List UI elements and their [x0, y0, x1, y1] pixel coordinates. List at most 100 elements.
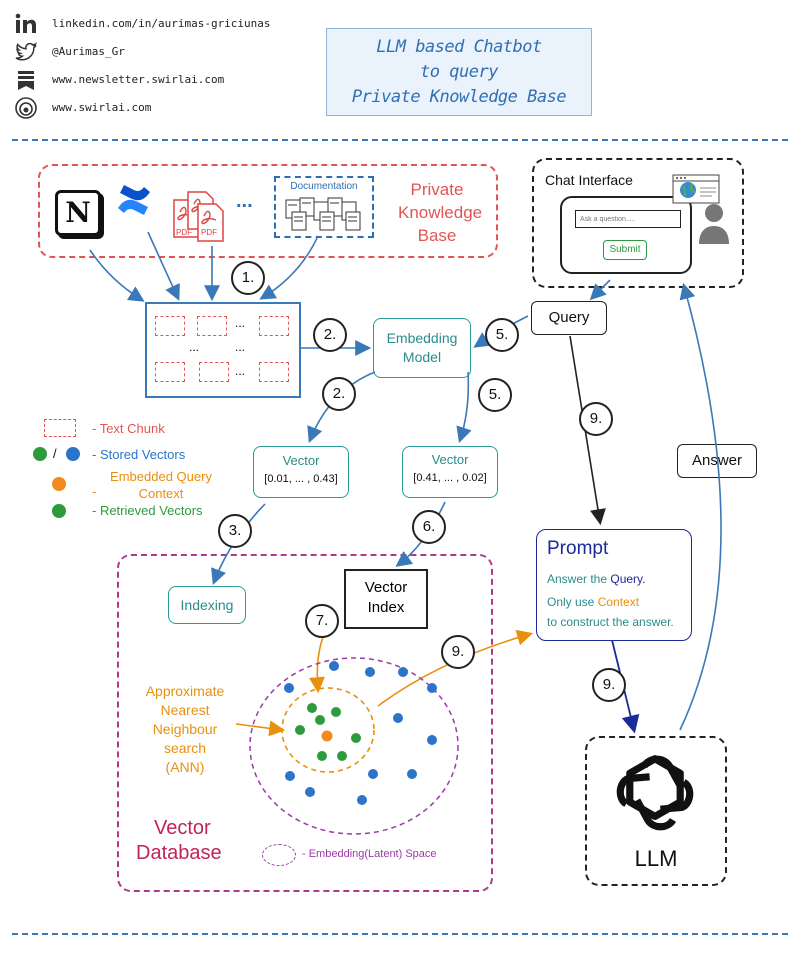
text-chunk: [155, 362, 185, 382]
linkedin-url: linkedin.com/in/aurimas-griciunas: [52, 17, 271, 30]
legend-text-chunk-swatch: [44, 419, 76, 437]
step-2-marker: 2.: [322, 377, 356, 411]
question-input[interactable]: [575, 210, 681, 228]
vector-database-label: Vector Database: [136, 816, 270, 866]
prompt-context-word: Context: [597, 595, 640, 609]
bottom-divider: [12, 933, 788, 935]
website-url: www.swirlai.com: [52, 101, 152, 114]
social-twitter[interactable]: @Aurimas_Gr: [14, 40, 314, 66]
diagram-title: LLM based Chatbot to query Private Knowl…: [326, 28, 592, 116]
chat-window: [560, 196, 692, 274]
step-7-marker: 7.: [305, 604, 339, 638]
indexing-box: Indexing: [168, 586, 246, 624]
top-divider: [12, 139, 788, 141]
step-3-marker: 3.: [218, 514, 252, 548]
newsletter-url: www.newsletter.swirlai.com: [52, 73, 225, 86]
kb-ellipsis: ...: [236, 190, 253, 212]
confluence-icon: [118, 185, 150, 215]
embedding-model: Embedding Model: [373, 318, 471, 378]
twitter-handle: @Aurimas_Gr: [52, 45, 125, 58]
step-2-marker: 2.: [313, 318, 347, 352]
prompt-line-1: Answer the Query.: [547, 572, 646, 586]
legend-green-dot: [52, 504, 66, 518]
twitter-icon: [15, 42, 37, 61]
text-chunk: [259, 316, 289, 336]
ann-line-1: Approximate: [145, 683, 225, 699]
swirl-icon: [15, 97, 37, 119]
text-chunk: [259, 362, 289, 382]
step-9-marker: 9.: [592, 668, 626, 702]
pdf-label-1: PDF: [176, 228, 192, 237]
step-9-marker: 9.: [579, 402, 613, 436]
ann-line-4: search: [163, 740, 207, 756]
latent-space-legend: - Embedding(Latent) Space: [302, 848, 437, 860]
arrow-llm-to-chat: [679, 282, 722, 731]
chunk-ellipsis: ...: [235, 316, 246, 330]
prompt-line-2-a: Only use: [547, 595, 598, 609]
prompt-line-1-c: .: [642, 572, 646, 586]
social-linkedin[interactable]: linkedin.com/in/aurimas-griciunas: [14, 12, 314, 38]
step-1-marker: 1.: [231, 261, 265, 295]
title-line-2: to query: [420, 62, 498, 82]
documentation-label: Documentation: [290, 181, 358, 192]
step-5-marker: 5.: [478, 378, 512, 412]
vector-query: Vector [0.41, ... , 0.02]: [402, 446, 498, 498]
text-chunk: [199, 362, 229, 382]
prompt-title: Prompt: [547, 538, 609, 559]
vector-database-container: [117, 554, 493, 892]
vector-index-line-1: Vector: [364, 579, 408, 596]
ann-line-5: (ANN): [165, 759, 205, 775]
kb-label-line-3: Base: [417, 226, 457, 245]
vector-stored-values: [0.01, ... , 0.43]: [264, 473, 338, 485]
pdf-label-2: PDF: [201, 228, 217, 237]
title-line-1: LLM based Chatbot: [376, 37, 542, 57]
vector-query-values: [0.41, ... , 0.02]: [413, 472, 487, 484]
legend-text-chunk: - Text Chunk: [92, 421, 165, 436]
user-icon: [699, 204, 729, 244]
legend-slash: /: [53, 446, 57, 461]
documents-icon: [285, 197, 361, 231]
latent-space-swatch: [262, 844, 296, 866]
chunk-ellipsis: ...: [189, 340, 200, 354]
step-6-marker: 6.: [412, 510, 446, 544]
vector-database-line-2: Database: [136, 842, 222, 864]
arrow-embedding-to-vector-right: [456, 371, 472, 444]
chunk-ellipsis: ...: [235, 364, 246, 378]
step-9-marker: 9.: [441, 635, 475, 669]
vector-index-line-2: Index: [367, 599, 405, 616]
llm-label: LLM: [634, 846, 678, 871]
prompt-line-1-a: Answer the: [547, 572, 611, 586]
legend-dash: -: [92, 484, 97, 499]
submit-button[interactable]: Submit: [603, 240, 647, 260]
kb-label-line-2: Knowledge: [398, 203, 483, 222]
pdf-icon: [173, 191, 224, 242]
llm-container: [585, 736, 727, 886]
vector-query-title: Vector: [431, 452, 469, 467]
ann-line-2: Nearest: [160, 702, 210, 718]
vector-stored-title: Vector: [282, 453, 320, 468]
prompt-query-word: Query: [610, 572, 643, 586]
legend-green-dot: [33, 447, 47, 461]
vector-database-line-1: Vector: [154, 817, 211, 839]
text-chunks-store: ... ... ... ...: [145, 302, 301, 398]
chat-interface-container: [532, 158, 744, 288]
social-website[interactable]: www.swirlai.com: [14, 96, 314, 122]
chat-interface-title: Chat Interface: [545, 172, 633, 188]
notion-icon: N: [55, 190, 101, 236]
embedding-model-line-2: Model: [402, 349, 442, 365]
linkedin-icon: [15, 13, 36, 33]
legend-embedded-query: Embedded Query Context: [106, 468, 216, 502]
legend-blue-dot: [66, 447, 80, 461]
notion-letter: N: [65, 196, 91, 229]
title-line-3: Private Knowledge Base: [351, 87, 567, 107]
prompt-box: Prompt Answer the Query. Only use Contex…: [536, 529, 692, 641]
openai-logo-icon: [616, 755, 694, 831]
prompt-line-2: Only use Context: [547, 595, 639, 609]
vector-index: Vector Index: [344, 569, 428, 629]
embedding-model-line-1: Embedding: [386, 330, 458, 346]
query-label: Query: [531, 301, 607, 335]
documentation-box: Documentation: [274, 176, 374, 238]
legend-stored-vectors: - Stored Vectors: [92, 447, 186, 462]
bookmark-icon: [18, 71, 34, 90]
social-newsletter[interactable]: www.newsletter.swirlai.com: [14, 68, 314, 94]
